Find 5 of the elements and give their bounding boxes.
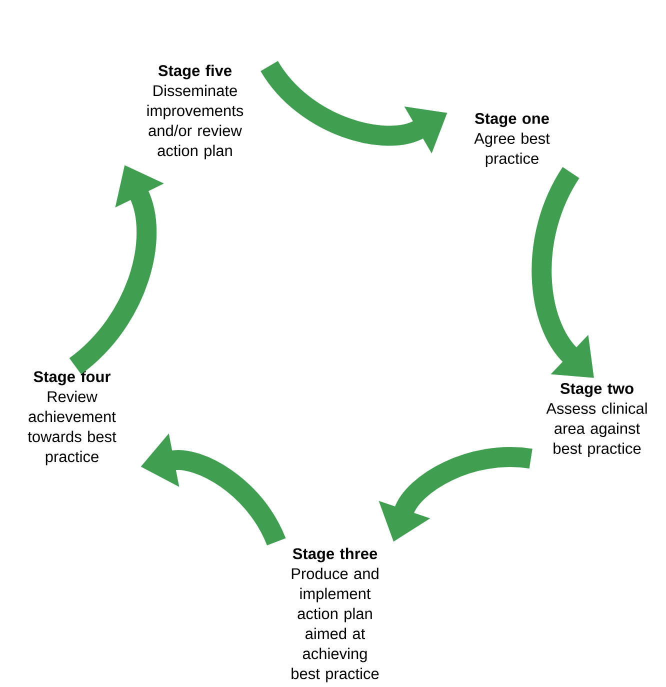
stage-text: Stage four Review achievement towards best practice [28,370,116,466]
stage-text: Stage two Assess clinical area against best practice [546,382,647,458]
stage-text: Stage one Agree best practice [474,112,550,168]
stage-text: Stage five Disseminate improvements and/or review action plan [147,64,244,160]
stage-text: Stage three Produce and implement action plan aimed at achieving best practice [292,548,379,682]
